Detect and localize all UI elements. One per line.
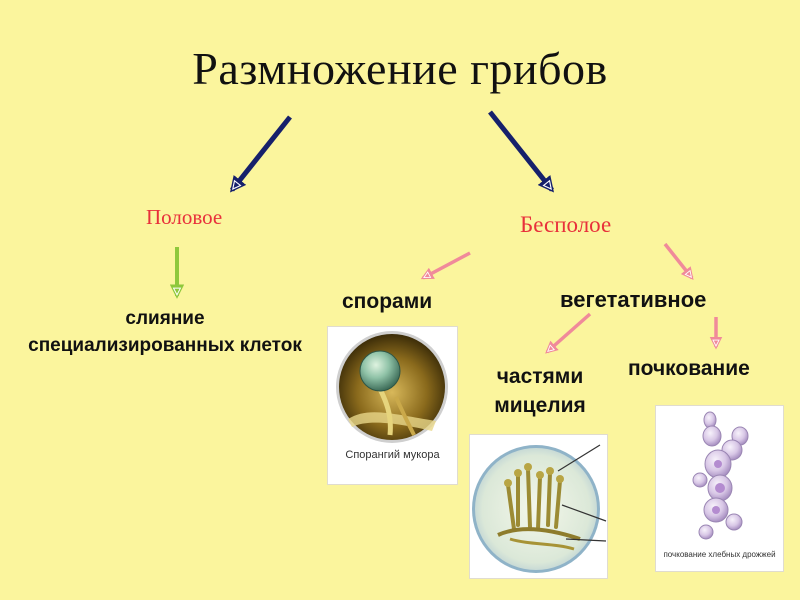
yeast-budding-caption: почкование хлебных дрожжей [663,550,776,559]
arrow-to-asexual [488,110,554,193]
mycelium-illustration [472,444,607,573]
vegetative-label: вегетативное [560,287,707,312]
sporangium-caption: Спорангий мукора [345,449,440,461]
mycelium-parts-label: частями мицелия [494,365,586,417]
yeast-illustration [692,411,749,540]
mycelium-image [469,434,608,579]
cell-fusion-text: слияние специализированных клеток [28,308,302,356]
yeast-budding-image: почкование хлебных дрожжей [655,405,784,572]
sporangium-illustration [336,331,448,443]
diagram-title: Размножение грибов [192,43,608,94]
asexual-reproduction-label: Бесполое [520,212,612,237]
arrow-to-spores [420,251,471,280]
arrow-to-vegetative [663,242,694,280]
spores-label: спорами [342,290,433,313]
sporangium-image: Спорангий мукора [327,326,458,485]
arrow-to-mycelium [545,312,592,354]
sexual-reproduction-label: Половое [146,205,223,229]
budding-label: почкование [628,357,750,380]
arrow-to-sexual [230,115,292,193]
